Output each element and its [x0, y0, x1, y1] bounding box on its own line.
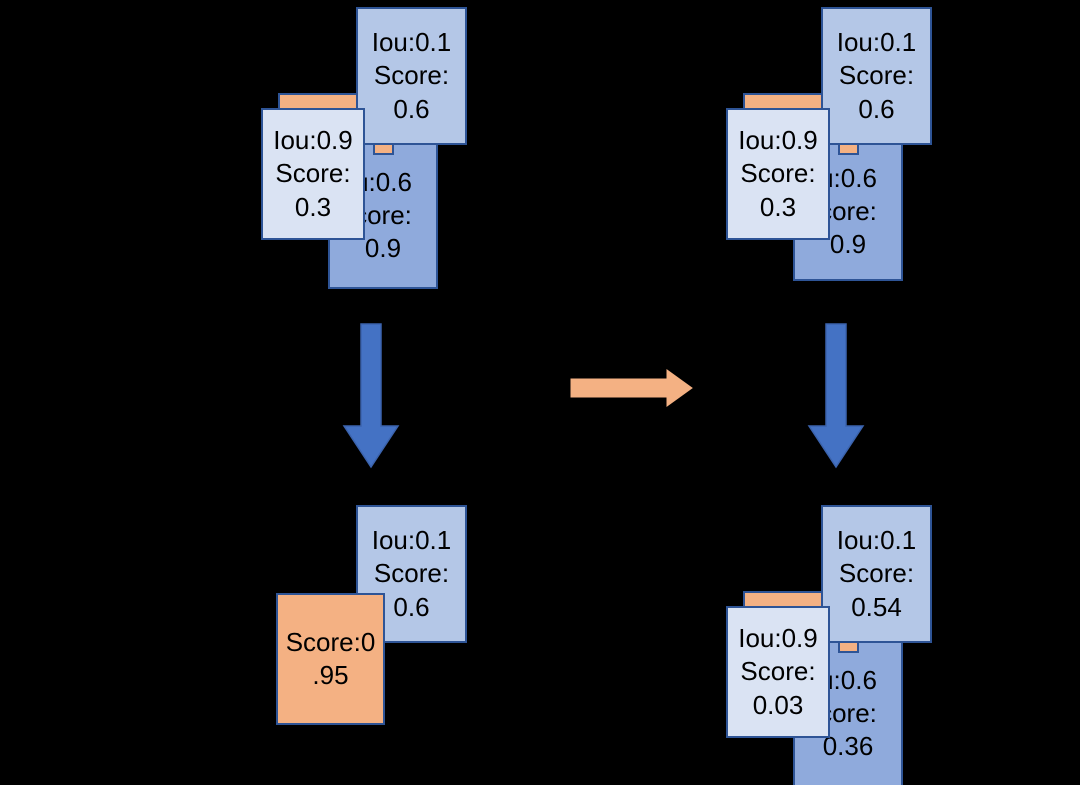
result-box-score095-bottom-left: Score:0 .95: [276, 593, 385, 725]
arrow-down-left-icon: [342, 323, 400, 469]
detection-box-iou09-top-right-label: Iou:0.9 Score: 0.3: [738, 125, 818, 222]
detection-box-iou09-top-left: Iou:0.9 Score: 0.3: [261, 108, 365, 240]
result-box-iou01-bottom-left-label: Iou:0.1 Score: 0.6: [371, 525, 452, 622]
arrow-down-right: [805, 322, 867, 470]
result-box-iou01-bottom-right: Iou:0.1 Score: 0.54: [821, 505, 932, 643]
arrow-right-middle: [570, 368, 694, 408]
result-box-iou01-bottom-right-label: Iou:0.1 Score: 0.54: [836, 525, 917, 622]
result-box-score095-bottom-left-label: Score:0 .95: [285, 626, 376, 690]
detection-box-iou01-top-right-label: Iou:0.1 Score: 0.6: [836, 27, 917, 124]
detection-box-iou01-top-right: Iou:0.1 Score: 0.6: [821, 7, 932, 145]
arrow-down-right-icon: [807, 323, 865, 469]
detection-box-iou01-top-left: Iou:0.1 Score: 0.6: [356, 7, 467, 145]
arrow-down-left: [340, 322, 402, 470]
detection-box-iou09-top-right: Iou:0.9 Score: 0.3: [726, 108, 830, 240]
arrow-right-middle-icon: [570, 369, 693, 407]
detection-box-iou01-top-left-label: Iou:0.1 Score: 0.6: [371, 27, 452, 124]
result-box-iou09-bottom-right: Iou:0.9 Score: 0.03: [726, 606, 830, 738]
result-box-iou09-bottom-right-label: Iou:0.9 Score: 0.03: [738, 623, 818, 720]
detection-box-iou09-top-left-label: Iou:0.9 Score: 0.3: [273, 125, 353, 222]
